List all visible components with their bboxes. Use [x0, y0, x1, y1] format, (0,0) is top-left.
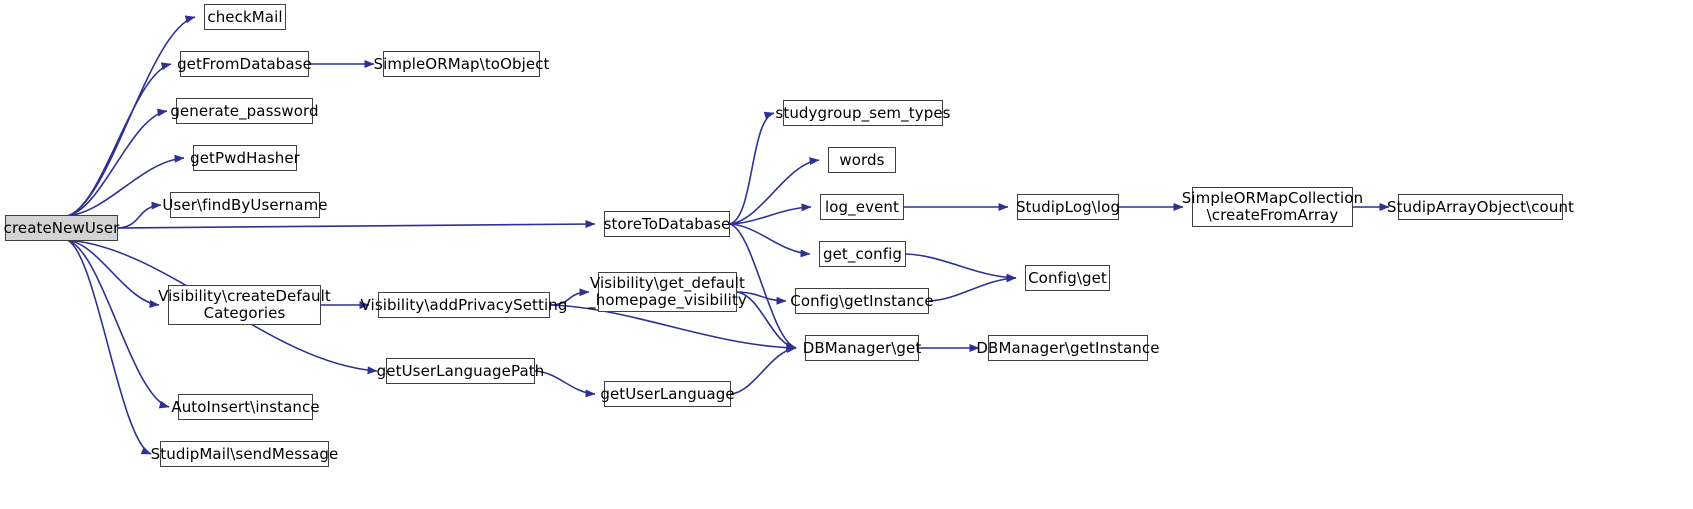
graph-node-SimpleORMaptoObject[interactable]: SimpleORMap\toObject [373, 51, 549, 77]
edge-createNewUser-to-generate_password [66, 108, 168, 217]
graph-node-getUserLanguagePath[interactable]: getUserLanguagePath [377, 358, 544, 384]
graph-node-checkMail[interactable]: checkMail [204, 4, 286, 30]
graph-node-DBManagergetInstance[interactable]: DBManager\getInstance [976, 335, 1159, 361]
graph-node-StudipLoglog[interactable]: StudipLog\log [1016, 194, 1120, 220]
edge-storeToDatabase-to-get_config [729, 223, 811, 258]
edge-getUserLanguage-to-DBManagerget [730, 345, 797, 395]
edge-createNewUser-to-getFromDatabase [66, 62, 172, 217]
graph-node-getUserLanguage[interactable]: getUserLanguage [600, 381, 735, 407]
edge-storeToDatabase-to-log_event [729, 203, 812, 225]
edge-createNewUser-to-StudipMailsendMessage [66, 239, 152, 455]
graph-node-words[interactable]: words [828, 147, 896, 173]
edge-createNewUser-to-AutoInsertinstance [66, 239, 170, 409]
graph-node-generate_password[interactable]: generate_password [170, 98, 319, 124]
edge-createNewUser-to-UserfindByUsername [117, 201, 162, 229]
edge-storeToDatabase-to-studygroup_sem_types [729, 111, 775, 225]
graph-node-Visibilitygetdefaulthomepage[interactable]: Visibility\get_default _homepage_visibil… [588, 272, 747, 312]
edge-createNewUser-to-storeToDatabase [117, 220, 596, 229]
graph-node-AutoInsertinstance[interactable]: AutoInsert\instance [171, 394, 320, 420]
edge-get_config-to-Configget [905, 253, 1017, 282]
graph-node-StudipArrayObjectcount[interactable]: StudipArrayObject\count [1387, 194, 1574, 220]
graph-node-getFromDatabase[interactable]: getFromDatabase [177, 51, 312, 77]
graph-node-getPwdHasher[interactable]: getPwdHasher [190, 145, 300, 171]
graph-node-ConfiggetInstance[interactable]: Config\getInstance [790, 288, 934, 314]
edge-storeToDatabase-to-words [729, 157, 820, 225]
graph-node-DBManagerget[interactable]: DBManager\get [803, 335, 921, 361]
graph-node-get_config[interactable]: get_config [819, 241, 906, 267]
graph-node-log_event[interactable]: log_event [820, 194, 904, 220]
graph-node-SimpleORMapCollectioncreate[interactable]: SimpleORMapCollection \createFromArray [1182, 187, 1363, 227]
graph-node-VisibilitycreateDefaultCats[interactable]: Visibility\createDefault Categories [158, 285, 331, 325]
graph-node-StudipMailsendMessage[interactable]: StudipMail\sendMessage [151, 441, 338, 467]
edge-createNewUser-to-VisibilitycreateDefaultCats [67, 239, 160, 308]
graph-node-storeToDatabase[interactable]: storeToDatabase [604, 211, 730, 237]
graph-node-VisibilityaddPrivacySetting[interactable]: Visibility\addPrivacySetting [361, 292, 567, 318]
graph-node-createNewUser[interactable]: createNewUser [4, 215, 119, 241]
edge-ConfiggetInstance-to-Configget [928, 274, 1017, 302]
graph-node-Configget[interactable]: Config\get [1025, 265, 1110, 291]
graph-node-studygroup_sem_types[interactable]: studygroup_sem_types [775, 100, 950, 126]
graph-node-UserfindByUsername[interactable]: User\findByUsername [162, 192, 328, 218]
